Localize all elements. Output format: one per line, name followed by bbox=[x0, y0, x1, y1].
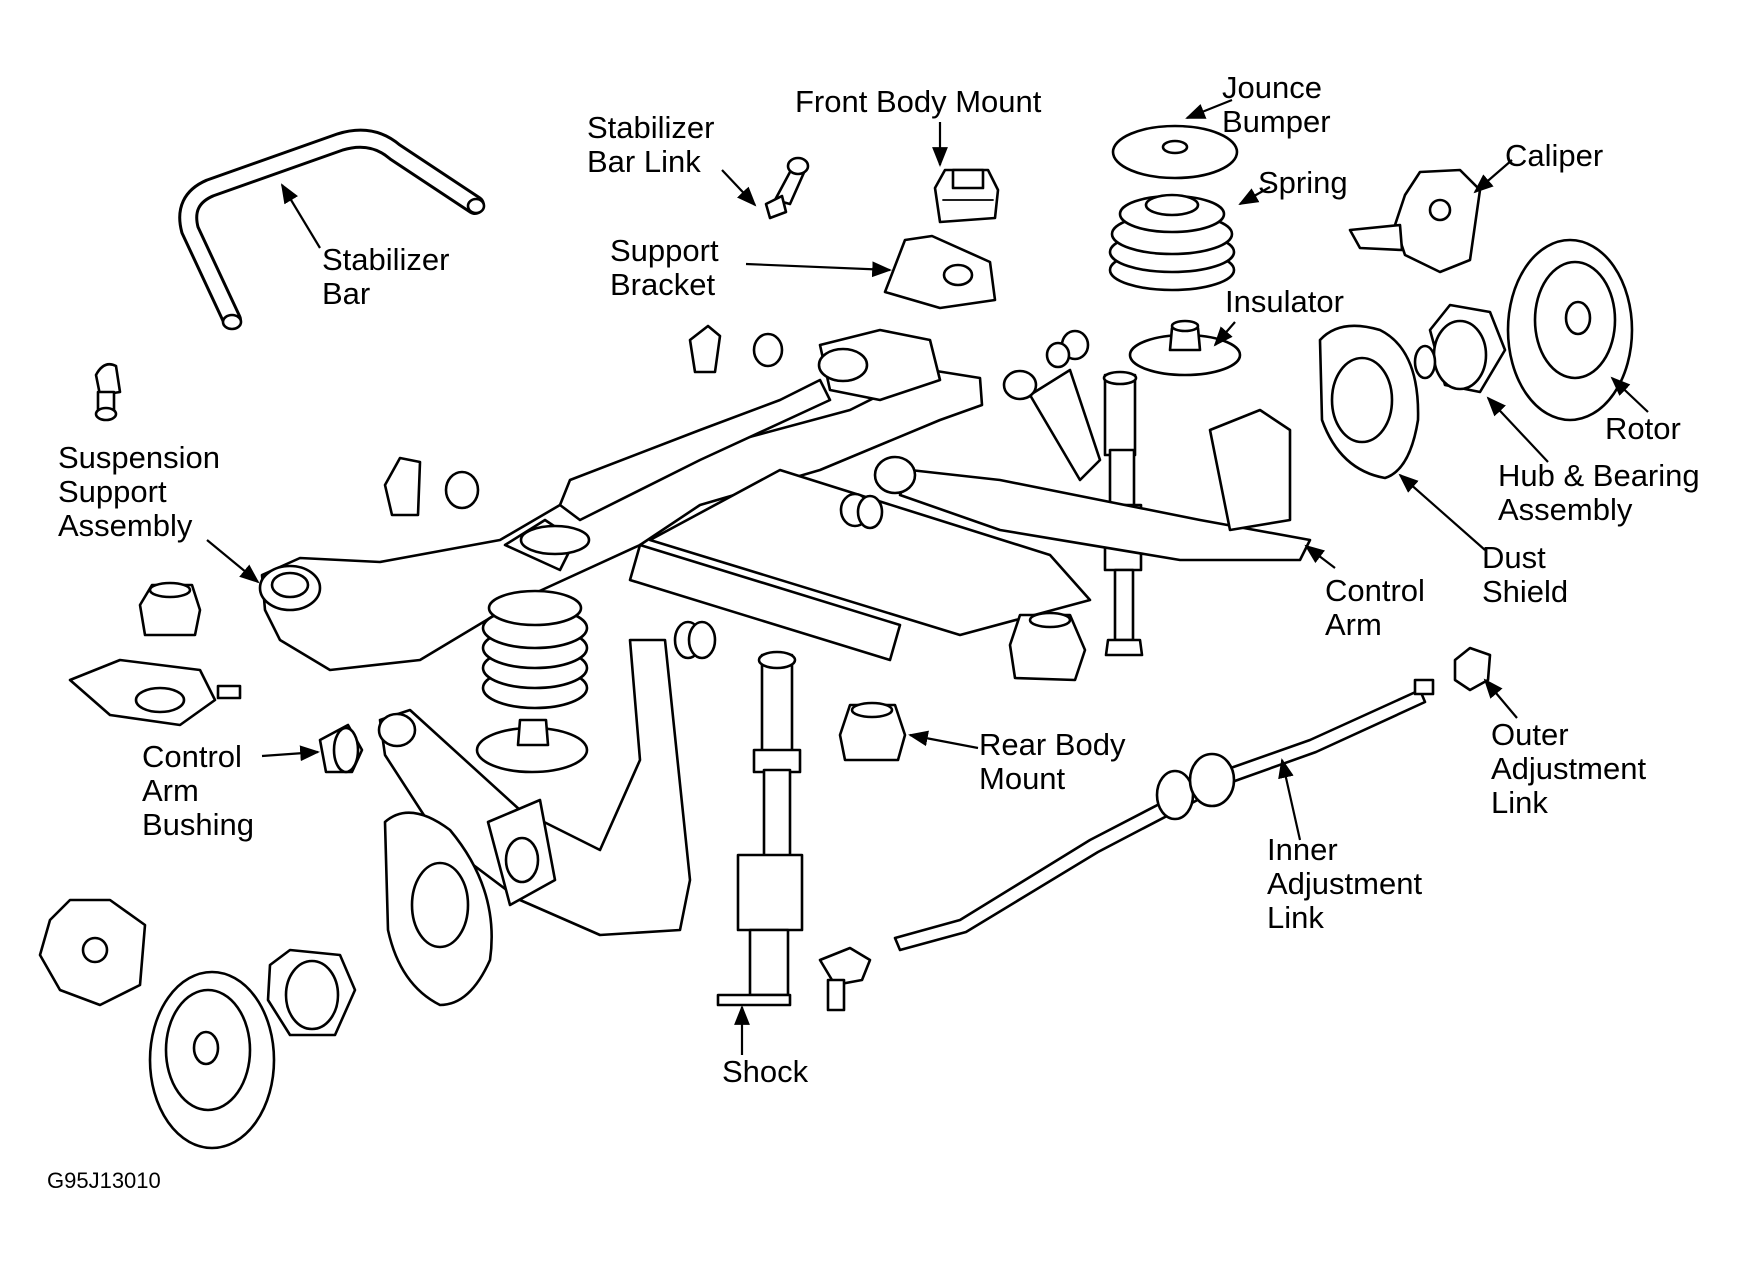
label-line: Adjustment bbox=[1491, 751, 1647, 786]
stabilizer-link-left-part bbox=[94, 363, 122, 422]
spring-right-part bbox=[1108, 193, 1236, 292]
leader-caliper bbox=[1473, 159, 1513, 194]
label-line: Stabilizer bbox=[587, 110, 715, 145]
label-line: Link bbox=[1267, 900, 1324, 935]
label-stabilizer-bar: Stabilizer Bar bbox=[322, 243, 450, 311]
figure-code: G95J13010 bbox=[47, 1168, 161, 1193]
leader-lines bbox=[206, 98, 1649, 1055]
label-line: Bar Link bbox=[587, 144, 701, 179]
label-line: Bushing bbox=[142, 807, 255, 842]
label-line: Shield bbox=[1482, 574, 1569, 609]
rear-body-mount-part bbox=[838, 611, 1087, 762]
rotor-left-part bbox=[148, 970, 276, 1150]
label-stabilizer-bar-link: Stabilizer Bar Link bbox=[587, 111, 715, 179]
label-line: Hub & Bearing bbox=[1498, 458, 1700, 493]
label-line: Assembly bbox=[1498, 492, 1633, 527]
label-rotor: Rotor bbox=[1605, 412, 1681, 446]
label-line: Jounce bbox=[1222, 70, 1322, 105]
label-jounce-bumper: Jounce Bumper bbox=[1222, 71, 1331, 139]
hub-bearing-left-part bbox=[266, 948, 357, 1037]
leader-hub-bearing bbox=[1486, 396, 1549, 463]
leader-rear-body-mount bbox=[908, 730, 979, 750]
label-line: Support bbox=[58, 474, 167, 509]
label-spring: Spring bbox=[1258, 166, 1348, 200]
leader-control-arm-bushing bbox=[261, 745, 320, 762]
label-line: Control bbox=[142, 739, 242, 774]
leader-rotor bbox=[1610, 376, 1649, 413]
leader-stabilizer-bar bbox=[280, 183, 321, 249]
jounce-bumper-part bbox=[1111, 124, 1239, 180]
bushings-part bbox=[383, 324, 1090, 530]
leader-suspension-support bbox=[206, 539, 260, 584]
stabilizer-link-part bbox=[764, 156, 810, 220]
label-line: Assembly bbox=[58, 508, 193, 543]
left-mount-pieces-part bbox=[68, 581, 242, 727]
label-line: Dust bbox=[1482, 540, 1546, 575]
label-line: Arm bbox=[142, 773, 199, 808]
label-outer-adjustment-link: Outer Adjustment Link bbox=[1491, 718, 1646, 820]
shock-center-part bbox=[716, 650, 804, 1007]
support-bracket-part bbox=[883, 234, 997, 310]
leader-jounce-bumper bbox=[1185, 98, 1233, 120]
label-line: Insulator bbox=[1225, 284, 1344, 319]
label-caliper: Caliper bbox=[1505, 139, 1603, 173]
label-control-arm-right: Control Arm bbox=[1325, 574, 1425, 642]
label-line: Control bbox=[1325, 573, 1425, 608]
inner-adjustment-link-part bbox=[893, 678, 1435, 952]
label-control-arm-bushing: Control Arm Bushing bbox=[142, 740, 254, 842]
insulator-left-part bbox=[475, 718, 589, 774]
suspension-support-frame-part bbox=[258, 328, 1092, 672]
leader-support-bracket bbox=[745, 261, 892, 278]
label-suspension-support-assembly: Suspension Support Assembly bbox=[58, 441, 220, 543]
leader-stabilizer-bar-link bbox=[721, 169, 757, 207]
outer-adjustment-link-part bbox=[818, 646, 1492, 1012]
dust-shield-left-part bbox=[383, 811, 493, 1007]
label-inner-adjustment-link: Inner Adjustment Link bbox=[1267, 833, 1422, 935]
leader-insulator bbox=[1213, 321, 1236, 347]
label-line: Link bbox=[1491, 785, 1548, 820]
insulator-part bbox=[1128, 319, 1242, 377]
rotor-right-part bbox=[1506, 238, 1634, 422]
label-line: Inner bbox=[1267, 832, 1338, 867]
label-hub-bearing-assembly: Hub & Bearing Assembly bbox=[1498, 459, 1700, 527]
leader-control-arm-right bbox=[1304, 544, 1336, 569]
hub-bearing-right-part bbox=[1413, 303, 1507, 394]
label-line: Bracket bbox=[610, 267, 716, 302]
caliper-left-part bbox=[38, 898, 147, 1007]
label-line: Stabilizer bbox=[322, 242, 450, 277]
label-insulator: Insulator bbox=[1225, 285, 1344, 319]
label-rear-body-mount: Rear Body Mount bbox=[979, 728, 1125, 796]
leader-dust-shield bbox=[1398, 473, 1486, 551]
spring-left-part bbox=[481, 589, 589, 710]
label-line: Rotor bbox=[1605, 411, 1681, 446]
caliper-part bbox=[1348, 168, 1482, 274]
dust-shield-right-part bbox=[1318, 324, 1420, 480]
label-support-bracket: Support Bracket bbox=[610, 234, 719, 302]
label-line: Rear Body bbox=[979, 727, 1126, 762]
leader-outer-adjustment-link bbox=[1483, 678, 1518, 719]
label-line: Arm bbox=[1325, 607, 1382, 642]
label-line: Bumper bbox=[1222, 104, 1331, 139]
label-line: Suspension bbox=[58, 440, 221, 475]
front-body-mount-part bbox=[933, 168, 1000, 224]
label-front-body-mount: Front Body Mount bbox=[795, 85, 1041, 119]
control-arm-right-part bbox=[873, 368, 1312, 562]
label-line: Support bbox=[610, 233, 719, 268]
leader-inner-adjustment-link bbox=[1278, 758, 1302, 841]
leader-spring bbox=[1238, 186, 1271, 205]
label-line: Bar bbox=[322, 276, 371, 311]
label-line: Outer bbox=[1491, 717, 1569, 752]
label-dust-shield: Dust Shield bbox=[1482, 541, 1568, 609]
label-line: Mount bbox=[979, 761, 1066, 796]
label-shock: Shock bbox=[722, 1055, 808, 1089]
label-line: Shock bbox=[722, 1054, 809, 1089]
label-line: Adjustment bbox=[1267, 866, 1423, 901]
control-arm-bushing-part bbox=[318, 620, 717, 774]
label-line: Caliper bbox=[1505, 138, 1604, 173]
label-line: Front Body Mount bbox=[795, 84, 1042, 119]
label-line: Spring bbox=[1258, 165, 1348, 200]
stabilizer-bar-part bbox=[178, 128, 486, 331]
